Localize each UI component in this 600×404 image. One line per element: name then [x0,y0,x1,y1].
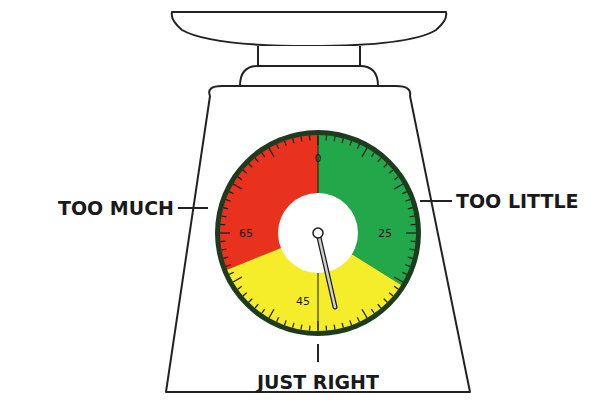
dial-tick [255,304,258,308]
dial-tick [300,136,302,141]
dial-number: 45 [296,295,310,308]
dial-tick [220,232,230,233]
scale-body [166,86,470,392]
leader-line [317,344,319,362]
dial-tick [249,299,253,303]
dial-tick [357,144,359,149]
dial-tick [378,158,381,162]
dial-tick [378,304,381,308]
scale-dial [215,130,421,336]
dial-tick [350,320,352,325]
dial-tick [229,192,234,194]
dial-tick [334,325,336,330]
dial-tick [255,158,258,162]
dial-tick [238,286,242,289]
dial-tick [221,215,226,217]
dial-number: 0 [315,152,322,165]
dial-tick [371,153,374,157]
leader-line [420,200,452,202]
dial-tick [410,215,415,217]
dial-number: 65 [239,227,253,240]
zone-label: TOO MUCH [58,197,174,219]
needle-outline [318,233,335,307]
leader-line [178,207,208,209]
zone-label: JUST RIGHT [257,371,379,393]
dial-tick [293,323,294,328]
dial-tick [293,138,294,143]
dial-tick [221,249,226,251]
dial-tick [342,323,343,328]
zone-label: TOO LITTLE [456,190,579,212]
dial-tick [384,299,388,303]
needle-pivot [313,228,323,238]
dial-tick [249,164,253,168]
dial-tick [402,192,407,194]
dial-tick [226,265,231,267]
dial-tick [411,224,416,226]
dial-tick [371,309,374,313]
dial-tick [362,148,367,157]
dial-tick [284,320,286,325]
dial-tick [394,184,403,189]
dial-tick [243,170,247,173]
dial-tick [389,170,393,173]
dial-tick [408,257,413,258]
dial-tick [309,326,311,331]
needle [318,233,335,307]
dial-rim [215,130,421,336]
dial-tick [229,272,234,274]
dial-tick [357,317,359,322]
dial-tick [411,241,416,243]
dial-number: 25 [378,227,392,240]
dial-tick [238,177,242,180]
dial-tick [402,272,407,274]
dial-tick [269,309,274,318]
dial-tick [334,136,336,141]
dial-tick [408,208,413,209]
dial-tick [220,241,225,243]
scale-shoulder [240,66,378,86]
dial-tick [326,326,328,331]
dial-tick [342,138,343,143]
dial-tick [394,277,403,282]
dial-tick [233,184,242,189]
dial-tick [223,257,228,258]
dial-tick [262,309,265,313]
dial-tick [406,232,416,233]
dial-tick [243,293,247,296]
dial-tick [405,199,410,201]
dial-tick [284,141,286,146]
dial-tick [309,135,311,140]
dial-tick [362,309,367,318]
dial-tick [405,265,410,267]
dial-tick [262,153,265,157]
dial-tick [394,177,398,180]
dial-tick [277,317,279,322]
dial-tick [350,141,352,146]
dial-tick [226,199,231,201]
dial-tick [384,164,388,168]
dial-tick [220,224,225,226]
scale-tray [172,12,447,46]
dial-ticks [220,135,416,331]
dial-tick [394,286,398,289]
dial-tick [233,277,242,282]
dial-tick [326,135,328,140]
dial-tick [277,144,279,149]
dial-tick [269,148,274,157]
dial-tick [223,208,228,209]
dial-tick [410,249,415,251]
dial-tick [300,325,302,330]
dial-center [278,193,358,273]
dial-tick [389,293,393,296]
scale-neck [258,46,360,66]
